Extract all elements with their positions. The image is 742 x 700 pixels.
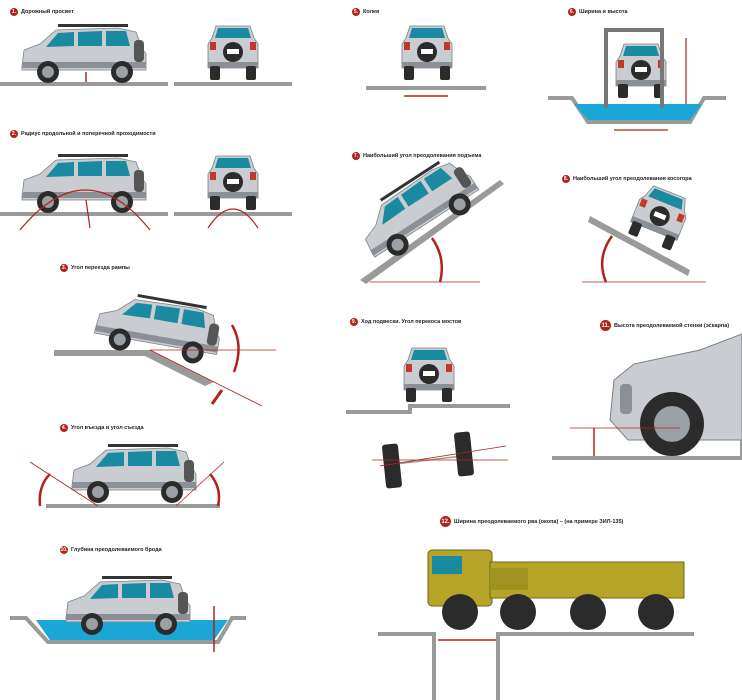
panel-suspension: [346, 347, 510, 489]
approach-line: [29, 461, 99, 507]
caption-climb-angle: 7.Наибольший угол преодолевания подъема: [352, 152, 481, 160]
truck-wheel: [570, 594, 606, 630]
caption-trench-width: 12.Ширина преодолеваемого рва (окопа) – …: [440, 516, 623, 527]
truck-grille: [490, 568, 528, 590]
caption-text: Высота преодолеваемой стенки (эскарпа): [614, 322, 730, 329]
angle-arc: [230, 324, 240, 373]
caption-number: 10.: [60, 546, 68, 554]
car-side-view: [71, 443, 197, 504]
lateral-radius-arc: [207, 208, 259, 229]
car-side-view: [349, 150, 487, 269]
cab-window: [432, 556, 462, 574]
caption-text: Наибольший угол преодолевания подъема: [363, 153, 482, 159]
caption-number: 4.: [60, 424, 68, 432]
caption-text: Угол переезда рампы: [71, 265, 130, 271]
gauge-frame-left: [604, 28, 608, 108]
car-rear-view: [207, 25, 259, 81]
water: [36, 620, 228, 640]
angle-line: [149, 349, 263, 407]
caption-text: Ширина и высота: [579, 9, 628, 15]
caption-number: 1.: [10, 8, 18, 16]
truck-wheel: [500, 594, 536, 630]
headlight: [620, 384, 632, 414]
panel-ground-clearance: [0, 23, 292, 86]
caption-suspension: 9.Ход подвески. Угол перекоса мостов: [350, 318, 461, 326]
approach-arc: [38, 473, 51, 507]
radius-marker: [85, 199, 91, 229]
panel-step-height: [552, 333, 742, 460]
caption-width-height: 6.Ширина и высота: [568, 8, 628, 16]
panel-track: [366, 25, 486, 97]
departure-arc: [209, 473, 221, 507]
trench-edges: [378, 632, 694, 700]
panel-width-height: [548, 28, 726, 131]
angle-arrow: [210, 389, 224, 405]
car-rear-view: [615, 43, 667, 99]
gauge-frame-right: [660, 28, 664, 108]
caption-number: 5.: [352, 8, 360, 16]
trench: [548, 96, 726, 124]
wheel-hub: [654, 406, 690, 442]
caption-text: Глубина преодолеваемого брода: [71, 547, 162, 553]
longitudinal-radius-arc: [19, 189, 151, 231]
angle-arc: [600, 235, 614, 283]
panel-trench-width: [378, 549, 694, 700]
caption-ramp-angle: 3.Угол переезда рампы: [60, 264, 130, 272]
truck-wheel: [442, 594, 478, 630]
caption-number: 11.: [600, 320, 611, 331]
left-wheel: [382, 443, 402, 489]
gauge-frame-top: [604, 28, 664, 32]
caption-number: 2.: [10, 130, 18, 138]
caption-number: 8.: [562, 175, 570, 183]
caption-clearance-radius: 2.Радиус продольной и поперечной проходи…: [10, 130, 156, 138]
car-side-view: [21, 23, 147, 84]
caption-text: Дорожный просвет: [21, 9, 74, 15]
departure-line: [175, 461, 225, 507]
caption-number: 6.: [568, 8, 576, 16]
caption-approach-departure: 4.Угол въезда и угол съезда: [60, 424, 144, 432]
caption-side-slope: 8.Наибольший угол преодолевания косогора: [562, 175, 692, 183]
panel-climb-angle: [349, 150, 504, 284]
caption-number: 9.: [350, 318, 358, 326]
car-rear-view: [207, 155, 259, 211]
car-side-view: [21, 153, 147, 214]
caption-text: Ширина преодолеваемого рва (окопа) – (на…: [454, 518, 624, 525]
caption-text: Колея: [363, 9, 380, 15]
car-rear-view: [401, 25, 453, 81]
panel-approach-departure: [29, 443, 225, 508]
caption-text: Угол въезда и угол съезда: [71, 425, 144, 431]
panel-clearance-radius: [0, 153, 292, 231]
side-slope: [588, 216, 690, 276]
caption-ground-clearance: 1.Дорожный просвет: [10, 8, 74, 16]
step-ground: [346, 404, 510, 414]
ramp: [54, 350, 214, 386]
caption-track: 5.Колея: [352, 8, 379, 16]
right-wheel: [454, 431, 474, 477]
angle-arc: [430, 237, 443, 283]
caption-text: Радиус продольной и поперечной проходимо…: [21, 131, 156, 137]
water: [574, 104, 702, 120]
caption-number: 7.: [352, 152, 360, 160]
car-rear-view: [403, 347, 455, 403]
panel-ramp-angle: [54, 287, 276, 407]
caption-ford-depth: 10.Глубина преодолеваемого брода: [60, 546, 162, 554]
angle-line: [379, 445, 507, 467]
caption-text: Наибольший угол преодолевания косогора: [573, 176, 692, 182]
caption-step-height: 11.Высота преодолеваемой стенки (эскарпа…: [600, 320, 729, 331]
panel-ford-depth: [10, 575, 246, 652]
caption-text: Ход подвески. Угол перекоса мостов: [361, 319, 462, 325]
ford-bed: [10, 616, 246, 644]
caption-number: 12.: [440, 516, 451, 527]
panel-side-slope: [582, 182, 706, 283]
caption-number: 3.: [60, 264, 68, 272]
truck-wheel: [638, 594, 674, 630]
